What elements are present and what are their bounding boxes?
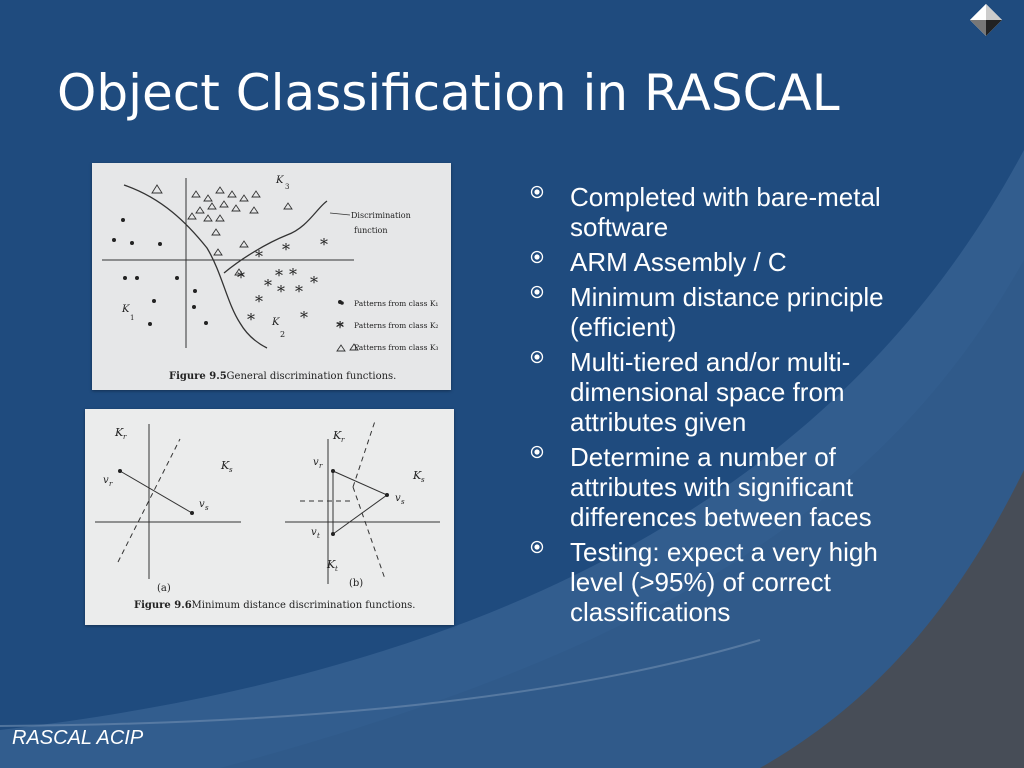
label-kt-b-sub: t xyxy=(335,565,338,573)
svg-text:*: * xyxy=(336,318,344,337)
label-ks-b-sub: s xyxy=(421,476,425,484)
target-bullet-icon xyxy=(530,185,544,199)
figure-9-5-caption-text: : General discrimination functions. xyxy=(220,371,396,382)
target-bullet-icon xyxy=(530,540,544,554)
figure-9-6-image: K r K s v r v s (a) K r K s K t v r v s … xyxy=(85,409,454,625)
figure-9-5-image: * * * * * * * * * * * * * * K 3 K 1 K 2 … xyxy=(92,163,451,390)
label-vr-a: v xyxy=(103,475,109,486)
discrimination-label: Discrimination xyxy=(351,211,411,220)
label-kr-a-sub: r xyxy=(123,433,127,441)
bullet-text: Minimum distance principle (efficient) xyxy=(570,282,884,342)
svg-text:*: * xyxy=(295,282,303,301)
bullet-list: Completed with bare-metal software ARM A… xyxy=(530,182,930,632)
target-bullet-icon xyxy=(530,285,544,299)
bullet-item: Testing: expect a very high level (>95%)… xyxy=(530,537,930,627)
legend-k2: Patterns from class K₂ xyxy=(354,321,438,330)
label-vs-b: v xyxy=(395,493,401,504)
bullet-text: ARM Assembly / C xyxy=(570,247,787,277)
svg-text:*: * xyxy=(337,320,344,335)
svg-text:*: * xyxy=(255,292,263,311)
label-vr-a-sub: r xyxy=(109,480,113,488)
label-k3: K xyxy=(275,175,284,186)
class-k2-asterisks: * * * * * * * * * * * * * * xyxy=(237,235,344,337)
label-k2-sub: 2 xyxy=(280,330,285,339)
svg-text:*: * xyxy=(277,282,285,301)
label-vt-b: v xyxy=(311,527,317,538)
label-k1-sub: 1 xyxy=(130,314,134,322)
discrimination-curve-1 xyxy=(123,184,268,349)
svg-text:*: * xyxy=(282,240,290,259)
label-vr-b: v xyxy=(313,457,319,468)
bullet-item: ARM Assembly / C xyxy=(530,247,930,277)
discrimination-curve-2 xyxy=(223,200,328,274)
class-k3-triangles xyxy=(151,184,359,351)
target-bullet-icon xyxy=(530,350,544,364)
label-ks-a: K xyxy=(220,459,230,472)
bullet-text: Determine a number of attributes with si… xyxy=(570,442,872,532)
label-k1: K xyxy=(121,304,130,315)
label-kt-b: K xyxy=(326,558,336,571)
svg-text:*: * xyxy=(237,268,245,287)
target-bullet-icon xyxy=(530,445,544,459)
label-ks-a-sub: s xyxy=(229,466,233,474)
target-bullet-icon xyxy=(530,250,544,264)
figure-9-6-caption-bold: Figure 9.6 xyxy=(134,600,192,611)
bullet-text: Completed with bare-metal software xyxy=(570,182,881,242)
legend-k1: Patterns from class K₁ xyxy=(354,299,438,308)
svg-text:*: * xyxy=(300,308,308,327)
svg-text:*: * xyxy=(264,276,272,295)
function-label: function xyxy=(354,226,388,235)
slide-title: Object Classification in RASCAL xyxy=(57,64,840,122)
svg-text:*: * xyxy=(247,310,255,329)
label-k3-sub: 3 xyxy=(285,183,289,191)
bullet-item: Determine a number of attributes with si… xyxy=(530,442,930,532)
figure-9-5-caption-bold: Figure 9.5 xyxy=(169,371,227,382)
label-vt-b-sub: t xyxy=(317,532,320,540)
svg-text:*: * xyxy=(275,266,283,285)
svg-text:*: * xyxy=(320,235,328,254)
label-b: (b) xyxy=(349,578,363,589)
class-k1-dots xyxy=(112,218,342,326)
svg-text:*: * xyxy=(255,247,263,266)
label-vs-a-sub: s xyxy=(205,504,209,512)
label-ks-b: K xyxy=(412,469,422,482)
figure-9-6-caption-text: : Minimum distance discrimination functi… xyxy=(185,600,415,611)
label-vs-b-sub: s xyxy=(401,498,405,506)
legend-k3: Patterns from class K₃ xyxy=(354,343,438,352)
dashed-boundary-a xyxy=(117,438,181,563)
bullet-text: Multi-tiered and/or multi-dimensional sp… xyxy=(570,347,851,437)
bullet-item: Completed with bare-metal software xyxy=(530,182,930,242)
slide-footer: RASCAL ACIP xyxy=(12,727,144,749)
nav-diamond-icon[interactable] xyxy=(968,2,1004,38)
label-kr-b-sub: r xyxy=(341,436,345,444)
svg-text:*: * xyxy=(289,265,297,284)
label-k2: K xyxy=(271,317,280,328)
label-vs-a: v xyxy=(199,499,205,510)
svg-text:*: * xyxy=(310,273,318,292)
bullet-item: Multi-tiered and/or multi-dimensional sp… xyxy=(530,347,930,437)
bullet-item: Minimum distance principle (efficient) xyxy=(530,282,930,342)
label-vr-b-sub: r xyxy=(319,462,323,470)
label-kr-b: K xyxy=(332,429,342,442)
bullet-text: Testing: expect a very high level (>95%)… xyxy=(570,537,878,627)
label-kr-a: K xyxy=(114,426,124,439)
label-a: (a) xyxy=(157,583,171,594)
